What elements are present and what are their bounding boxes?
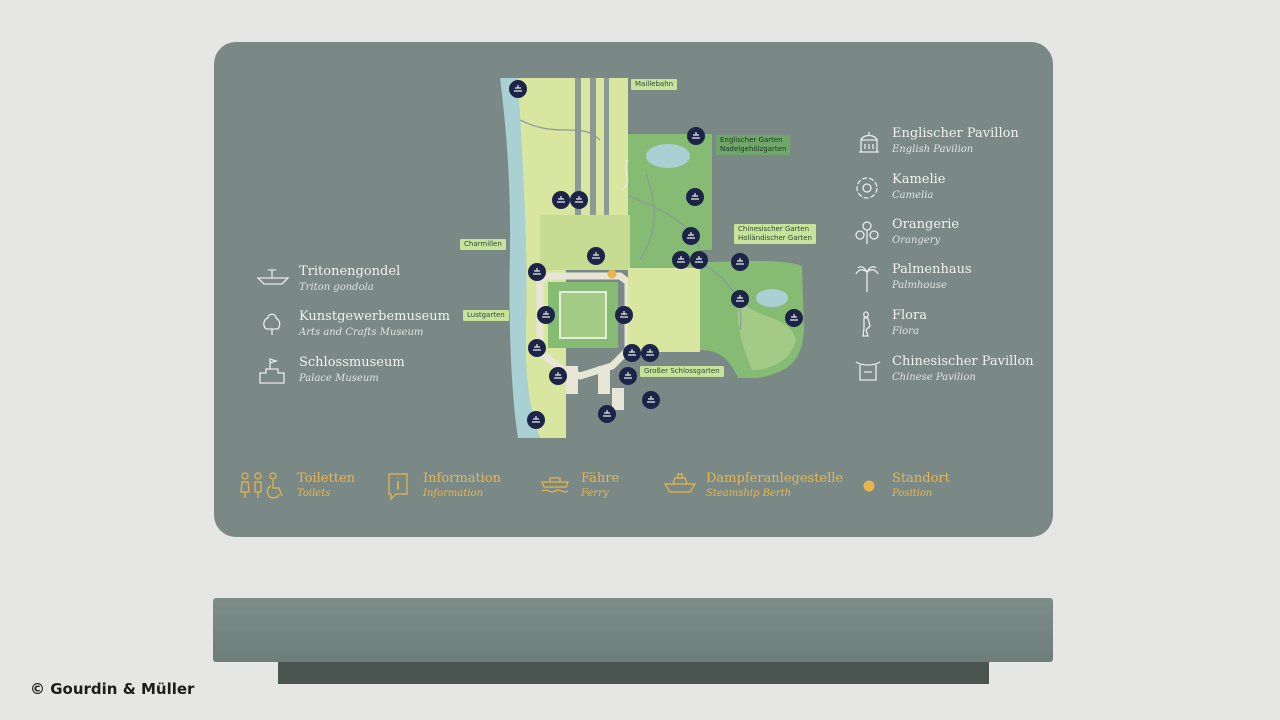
label-hollaendischer-garten: Holländischer Garten bbox=[738, 234, 812, 242]
parking-marker bbox=[642, 391, 660, 409]
toilets-marker bbox=[598, 405, 616, 423]
gondola-marker bbox=[587, 247, 605, 265]
legend-subtitle: Information bbox=[423, 488, 484, 499]
toilets-marker bbox=[623, 344, 641, 362]
legend-subtitle: Position bbox=[892, 488, 933, 499]
pond bbox=[646, 144, 690, 168]
palace-wing bbox=[566, 366, 578, 394]
label-lustgarten: Lustgarten bbox=[463, 310, 509, 321]
legend-title: Standort bbox=[892, 471, 950, 486]
statue-marker bbox=[537, 306, 555, 324]
lustgarten-inner bbox=[559, 291, 607, 339]
toilets-icon bbox=[240, 472, 283, 499]
legend-subtitle: Steamship Berth bbox=[706, 488, 792, 499]
label-nadelgehoelzgarten: Nadelgehölzgarten bbox=[720, 145, 787, 153]
legend-title: Flora bbox=[892, 308, 927, 323]
label-maillebahn: Maillebahn bbox=[631, 79, 678, 90]
flower-marker bbox=[682, 227, 700, 245]
gondola-marker bbox=[549, 367, 567, 385]
alley bbox=[575, 78, 581, 268]
label-grosser-schlossgarten: Großer Schlossgarten bbox=[640, 366, 724, 377]
position-dot-icon bbox=[863, 480, 875, 492]
legend-title: Toiletten bbox=[297, 471, 356, 486]
label-englischer-garten: Englischer Garten Nadelgehölzgarten bbox=[716, 135, 791, 155]
toilets-marker bbox=[672, 251, 690, 269]
palace-wing bbox=[612, 388, 624, 410]
palace-wing bbox=[598, 366, 610, 394]
steamship-icon bbox=[664, 473, 697, 493]
flower-icon bbox=[856, 177, 878, 199]
legend-subtitle: Palmhouse bbox=[892, 280, 947, 291]
legend-subtitle: Toilets bbox=[297, 488, 331, 499]
schlossgarten-lawn bbox=[737, 300, 796, 370]
label-chinesischer-garten: Chinesischer Garten Holländischer Garten bbox=[734, 224, 816, 244]
alley bbox=[590, 78, 596, 268]
legend-subtitle: Chinese Pavilion bbox=[892, 372, 976, 383]
lawn bbox=[540, 215, 630, 270]
sign-base bbox=[213, 598, 1053, 662]
pavilion-icon bbox=[859, 132, 879, 153]
legend-subtitle: Flora bbox=[892, 326, 919, 337]
statue-icon bbox=[862, 311, 871, 337]
pond bbox=[756, 289, 788, 307]
legend-title: Kamelie bbox=[892, 172, 946, 187]
legend-title: Chinesischer Pavillon bbox=[892, 354, 1034, 369]
castle-icon bbox=[259, 358, 285, 384]
legend-title: Dampferanlegestelle bbox=[706, 471, 844, 486]
legend-title: Schlossmuseum bbox=[299, 355, 405, 370]
wheelchair-marker bbox=[690, 251, 708, 269]
copyright-notice: © Gourdin & Müller bbox=[30, 680, 195, 698]
palm-icon bbox=[855, 266, 879, 292]
ferry-icon bbox=[541, 477, 569, 493]
tree-icon bbox=[263, 313, 281, 335]
statue-marker bbox=[615, 306, 633, 324]
legend-title: Kunstgewerbemuseum bbox=[299, 309, 450, 324]
pond-stream bbox=[621, 159, 629, 191]
legend-title: Orangerie bbox=[892, 217, 960, 232]
legend-subtitle: Palace Museum bbox=[299, 373, 379, 384]
steamship-marker bbox=[527, 411, 545, 429]
palmhouse-marker bbox=[686, 188, 704, 206]
statue-marker bbox=[731, 290, 749, 308]
legend-title: Englischer Pavillon bbox=[892, 126, 1019, 141]
castle-marker bbox=[528, 339, 546, 357]
chinese-pavilion-marker bbox=[785, 309, 803, 327]
info-icon bbox=[388, 473, 408, 501]
label-englischer-garten-line1: Englischer Garten bbox=[720, 136, 783, 144]
wheelchair-marker bbox=[570, 191, 588, 209]
legend-subtitle: Arts and Crafts Museum bbox=[299, 327, 424, 338]
chinese-pavilion-marker bbox=[731, 253, 749, 271]
orangery-icon bbox=[855, 221, 879, 244]
label-charmillen: Charmillen bbox=[460, 239, 506, 250]
pavilion-marker bbox=[687, 127, 705, 145]
palace-path bbox=[536, 272, 632, 380]
sign-foot bbox=[278, 662, 989, 684]
legend-subtitle: Orangery bbox=[892, 235, 941, 246]
legend-title: Tritonengondel bbox=[299, 264, 401, 279]
wheelchair-marker bbox=[641, 344, 659, 362]
alley bbox=[604, 78, 609, 268]
legend-title: Fähre bbox=[581, 471, 620, 486]
legend-title: Information bbox=[423, 471, 502, 486]
legend-subtitle: Camelia bbox=[892, 190, 934, 201]
toilets-marker bbox=[552, 191, 570, 209]
standort-marker bbox=[607, 269, 617, 279]
schlossgarten-area bbox=[628, 268, 700, 352]
legend-title: Palmenhaus bbox=[892, 262, 972, 277]
garden-path bbox=[519, 119, 742, 331]
label-chinesischer-garten-line1: Chinesischer Garten bbox=[738, 225, 810, 233]
legend-subtitle: Triton gondola bbox=[299, 282, 374, 293]
gondola-icon bbox=[256, 269, 290, 285]
castle-marker bbox=[528, 263, 546, 281]
chinese-pavilion-icon bbox=[855, 361, 881, 381]
legend-subtitle: Ferry bbox=[581, 488, 609, 499]
legend-subtitle: English Pavilion bbox=[892, 144, 974, 155]
river bbox=[500, 78, 540, 438]
ferry-marker bbox=[509, 80, 527, 98]
info-marker bbox=[619, 367, 637, 385]
